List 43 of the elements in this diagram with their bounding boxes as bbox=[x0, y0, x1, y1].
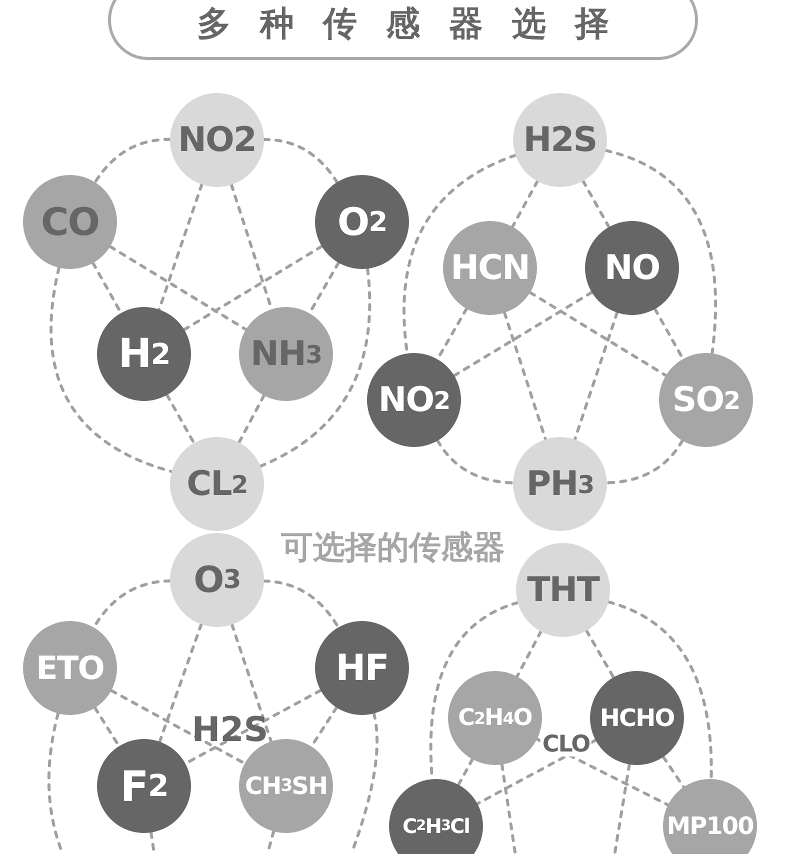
dashed-line bbox=[94, 138, 172, 184]
dashed-line bbox=[452, 290, 594, 378]
dashed-line bbox=[158, 622, 203, 744]
dashed-line bbox=[605, 439, 684, 484]
dashed-line bbox=[262, 580, 340, 629]
gas-circle: NO2 bbox=[170, 93, 264, 187]
dashed-line bbox=[457, 758, 474, 786]
dashed-line bbox=[604, 148, 718, 355]
dashed-line bbox=[258, 267, 371, 468]
dashed-line bbox=[262, 138, 338, 184]
dashed-line bbox=[230, 623, 273, 743]
title-banner: 多种传感器选择 bbox=[108, 0, 698, 60]
gas-circle: CO bbox=[23, 175, 117, 269]
dashed-line bbox=[503, 311, 547, 441]
gas-circle: THT bbox=[516, 543, 610, 637]
dashed-line bbox=[476, 738, 598, 806]
gas-circle: H2S bbox=[513, 93, 607, 187]
dashed-line bbox=[582, 179, 610, 229]
dashed-line bbox=[238, 394, 266, 444]
dashed-line bbox=[500, 762, 516, 854]
dashed-line bbox=[528, 291, 668, 377]
dashed-line bbox=[614, 762, 631, 854]
gas-circle: ETO bbox=[23, 621, 117, 715]
dashed-line bbox=[516, 630, 542, 678]
dashed-line bbox=[150, 830, 156, 854]
dashed-line bbox=[158, 182, 204, 312]
dashed-line bbox=[573, 311, 619, 441]
dashed-line bbox=[585, 629, 615, 679]
dashed-line bbox=[50, 266, 174, 474]
dashed-line bbox=[662, 755, 686, 789]
dashed-line bbox=[166, 393, 196, 445]
heading-text: 可选择的传感器 bbox=[281, 527, 505, 568]
gas-circle: HF bbox=[315, 621, 409, 715]
gas-label: CLO bbox=[540, 734, 592, 756]
dashed-line bbox=[511, 180, 539, 228]
dashed-line bbox=[182, 244, 324, 332]
dashed-line bbox=[108, 245, 248, 331]
gas-circle: MP100 bbox=[663, 779, 757, 854]
dashed-line bbox=[436, 439, 515, 484]
gas-circle: HCN bbox=[443, 221, 537, 315]
dashed-line bbox=[606, 600, 713, 781]
gas-circle: HCHO bbox=[590, 671, 684, 765]
gas-circle: NO bbox=[585, 221, 679, 315]
